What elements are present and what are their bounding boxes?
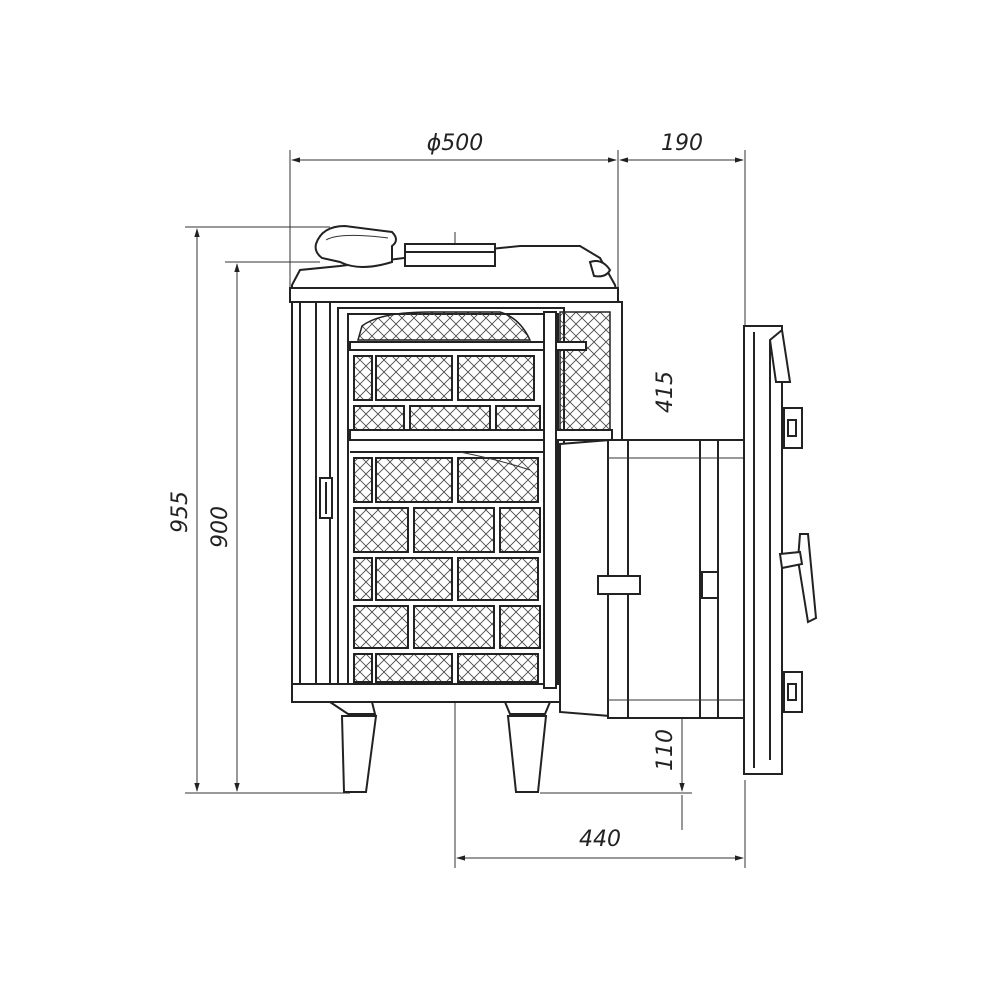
rear-insulation [559, 311, 611, 441]
stove-top [289, 224, 620, 303]
dim-diameter-label: ϕ500 [427, 131, 484, 156]
dim-body-height-label: 900 [208, 506, 233, 548]
dim-tunnel-base-label: 110 [653, 729, 678, 771]
dim-total-height-label: 955 [168, 491, 193, 533]
dim-door-offset-label: 190 [661, 131, 703, 156]
fire-tunnel [559, 438, 759, 719]
dim-tunnel-height-label: 415 [653, 371, 678, 413]
front-door [743, 325, 818, 775]
stove-feet [326, 701, 552, 793]
dim-tunnel-length-label: 440 [579, 827, 621, 852]
